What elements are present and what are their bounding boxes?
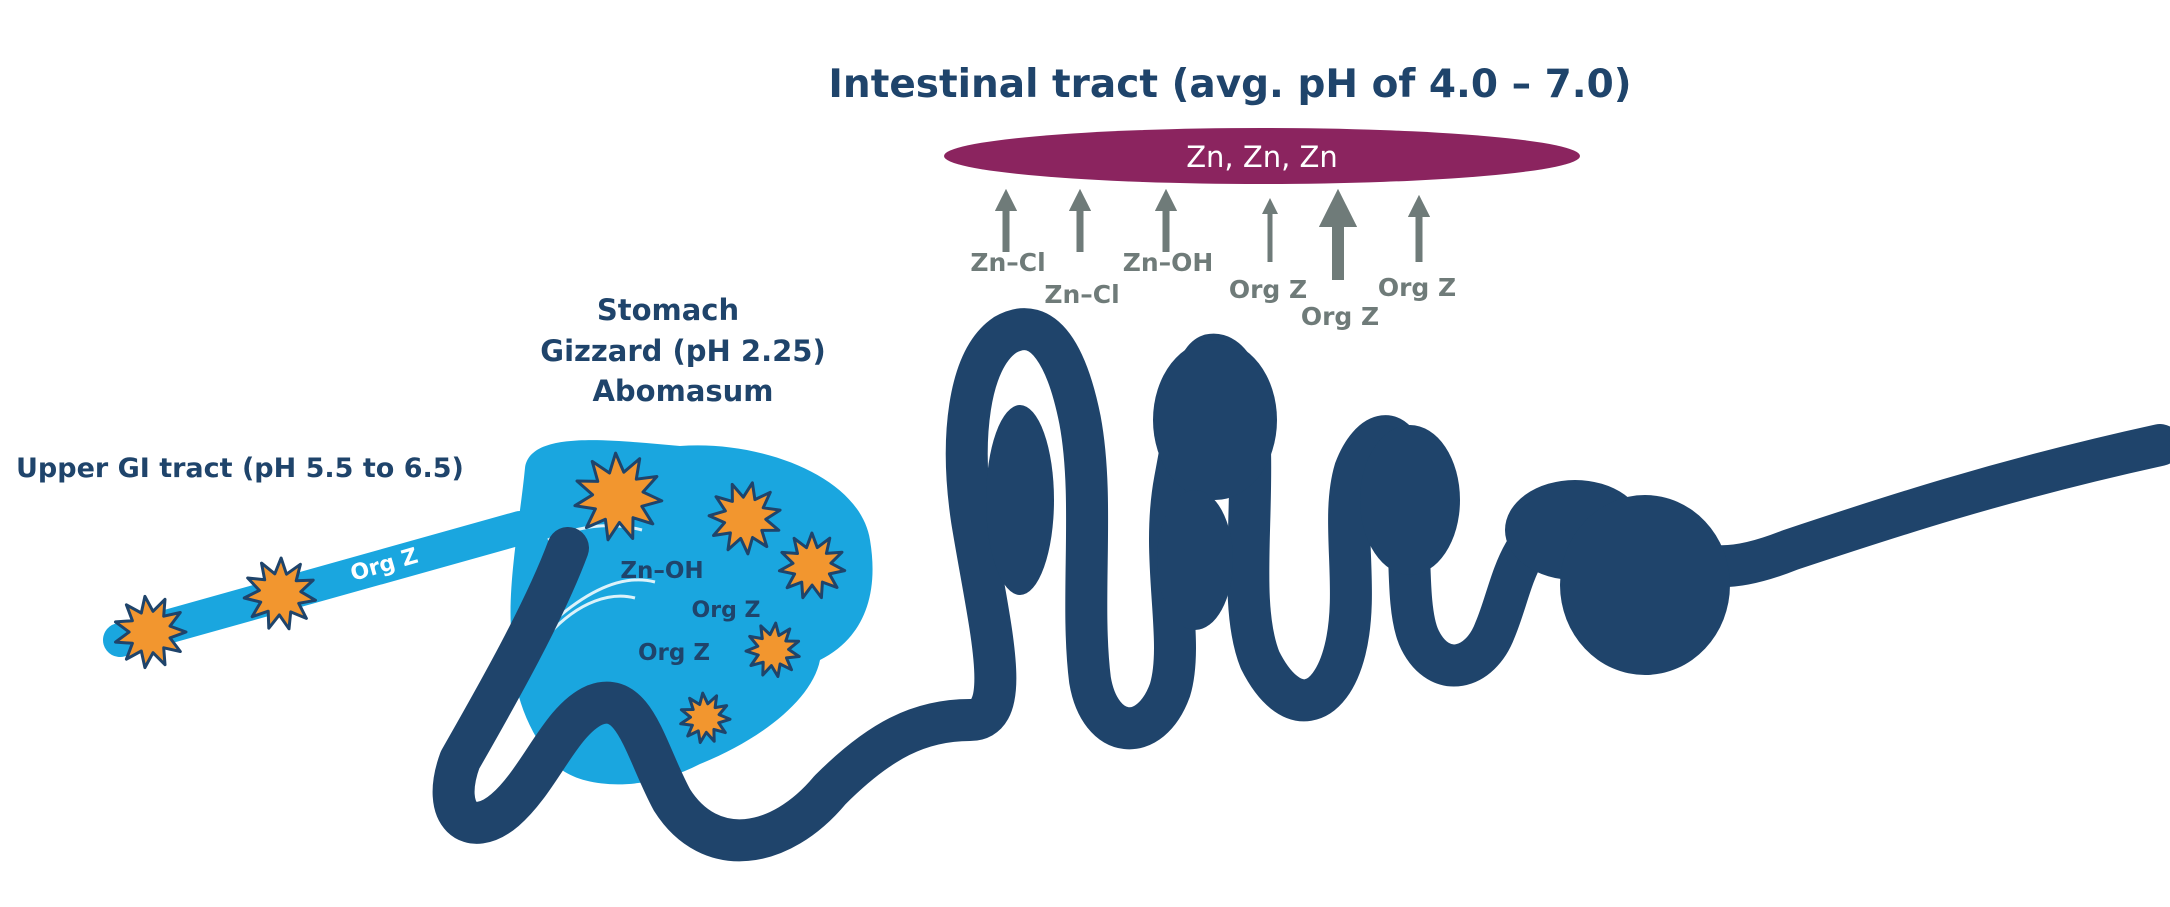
absorption-site-label: Zn, Zn, Zn bbox=[1186, 140, 1338, 174]
stomach-zn-oh-label: Zn–OH bbox=[620, 558, 703, 584]
zinc-particle-starburst bbox=[707, 481, 782, 556]
arrow-label-org-z-3: Org Z bbox=[1378, 273, 1456, 302]
arrow-label-org-z-2: Org Z bbox=[1301, 302, 1379, 331]
stomach-label-line-2: Gizzard (pH 2.25) bbox=[540, 334, 825, 368]
upper-gi-tube bbox=[103, 511, 537, 657]
intestinal-bulge bbox=[1157, 490, 1233, 630]
zinc-particle-group bbox=[114, 451, 847, 744]
stomach-swirl-line bbox=[546, 594, 636, 637]
zinc-particle-starburst bbox=[679, 691, 732, 744]
stomach-swirl-line bbox=[554, 578, 656, 622]
zinc-particle-starburst bbox=[242, 556, 317, 631]
arrow-label-zn-oh: Zn–OH bbox=[1123, 248, 1214, 277]
intestinal-tract-title: Intestinal tract (avg. pH of 4.0 – 7.0) bbox=[828, 62, 1631, 107]
intestinal-bulge bbox=[1360, 425, 1460, 575]
upper-gi-label: Upper GI tract (pH 5.5 to 6.5) bbox=[16, 453, 464, 484]
stomach-label-line-3: Abomasum bbox=[592, 374, 773, 408]
arrow-label-zn-cl-2: Zn–Cl bbox=[1044, 280, 1119, 309]
intestinal-bulge bbox=[1153, 340, 1277, 500]
zinc-particle-starburst bbox=[744, 621, 801, 678]
intestinal-bulge bbox=[1560, 495, 1730, 675]
arrow-label-org-z-1: Org Z bbox=[1229, 275, 1307, 304]
stomach-org-z-label-b: Org Z bbox=[638, 640, 710, 666]
intestinal-bulge bbox=[986, 405, 1054, 595]
zinc-particle-starburst bbox=[114, 594, 188, 670]
arrow-label-zn-cl-1: Zn–Cl bbox=[970, 248, 1045, 277]
stomach-label-line-1: Stomach bbox=[597, 293, 739, 327]
stomach-org-z-label-a: Org Z bbox=[692, 598, 761, 623]
zinc-particle-starburst bbox=[777, 531, 847, 600]
zinc-particle-starburst bbox=[573, 451, 664, 542]
absorption-site-ellipse bbox=[944, 128, 1580, 184]
